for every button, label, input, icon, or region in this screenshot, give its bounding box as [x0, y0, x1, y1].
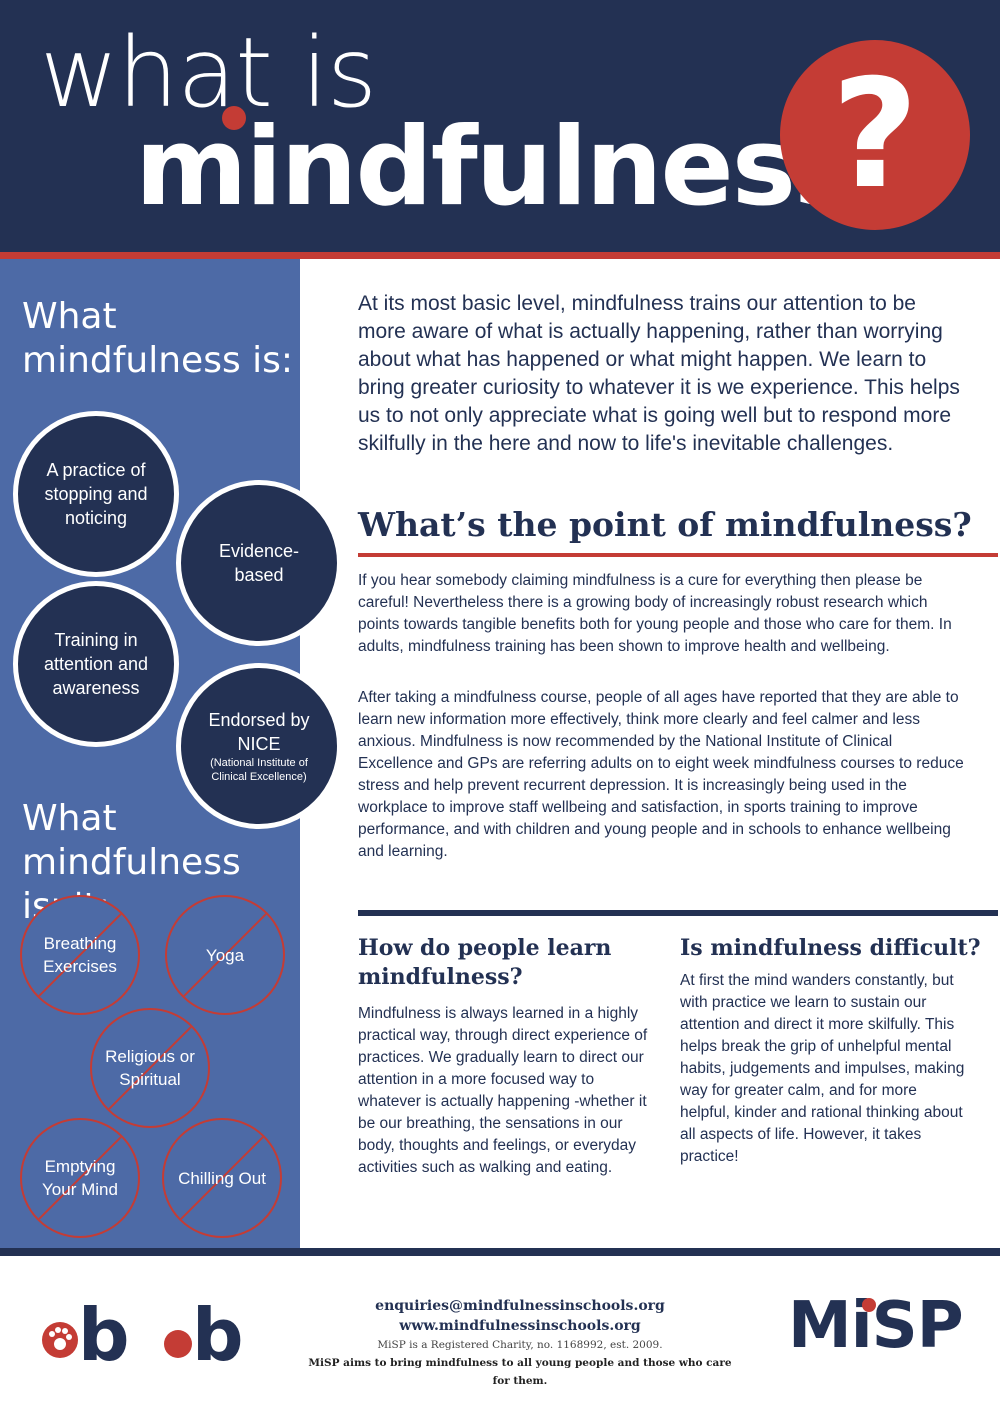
footer-tagline: MiSP aims to bring mindfulness to all yo… [308, 1357, 732, 1387]
section-divider [358, 910, 998, 916]
question-mark-badge: ? [780, 40, 970, 230]
header-divider [0, 252, 1000, 259]
title-line-1: what is [40, 17, 377, 129]
is-item-nice: Endorsed by NICE (National Institute of … [176, 663, 342, 829]
isnt-item-religious: Religious or Spiritual [90, 1008, 210, 1128]
is-item-label: Evidence-based [218, 541, 300, 585]
point-paragraph-2: After taking a mindfulness course, peopl… [358, 689, 964, 860]
is-item-practice: A practice of stopping and noticing [13, 411, 179, 577]
question-mark-icon: ? [831, 48, 919, 222]
difficult-text: At first the mind wanders constantly, bu… [680, 972, 965, 1165]
learn-text: Mindfulness is always learned in a highl… [358, 1005, 648, 1176]
header-banner: what is mindfulness ? [0, 0, 1000, 252]
cross-out-icon [32, 1130, 128, 1226]
footer-contact: enquiries@mindfulnessinschools.org www.m… [300, 1296, 740, 1390]
misp-logo: MiSP [788, 1289, 964, 1363]
is-item-label: Endorsed by NICE [208, 710, 310, 754]
is-item-evidence: Evidence-based [176, 480, 342, 646]
intro-text: At its most basic level, mindfulness tra… [358, 292, 960, 455]
misp-logo-dot [862, 1298, 876, 1312]
is-item-sublabel: (National Institute of Clinical Excellen… [210, 757, 308, 783]
point-heading: What’s the point of mindfulness? [358, 505, 972, 544]
is-heading-line-1: What [22, 296, 117, 337]
isnt-item-label: Yoga [205, 945, 245, 965]
is-item-training: Training in attention and awareness [13, 581, 179, 747]
isnt-item-label: Breathing Exercises [43, 934, 117, 976]
isnt-item-emptying: Emptying Your Mind [20, 1118, 140, 1238]
sidebar: What mindfulness is: A practice of stopp… [0, 259, 342, 1248]
footer-divider [0, 1248, 1000, 1256]
dot-b-logo: b b [42, 1293, 244, 1377]
isnt-item-label: Chilling Out [178, 1168, 266, 1188]
cross-out-icon [174, 1130, 270, 1226]
isnt-item-breathing: Breathing Exercises [20, 895, 140, 1015]
isnt-item-yoga: Yoga [165, 895, 285, 1015]
point-paragraph-1: If you hear somebody claiming mindfulnes… [358, 572, 952, 655]
is-heading: What mindfulness is: [22, 295, 293, 383]
point-divider [358, 553, 998, 557]
isnt-item-label: Emptying Your Mind [42, 1157, 118, 1199]
title-i-dot [222, 106, 246, 130]
is-item-label: A practice of stopping and noticing [44, 460, 148, 528]
cross-out-icon [32, 907, 128, 1003]
title-line-2: mindfulness [135, 105, 858, 230]
learn-heading: How do people learn mindfulness? [358, 935, 612, 990]
is-heading-line-2: mindfulness is: [22, 340, 294, 381]
email-link[interactable]: enquiries@mindfulnessinschools.org [375, 1298, 665, 1314]
isnt-heading-line-1: What [22, 798, 117, 839]
difficult-heading: Is mindfulness difficult? [680, 935, 981, 961]
cross-out-icon [177, 907, 273, 1003]
charity-note: MiSP is a Registered Charity, no. 116899… [377, 1339, 663, 1351]
website-link[interactable]: www.mindfulnessinschools.org [399, 1318, 641, 1334]
isnt-item-label: Religious or Spiritual [105, 1047, 195, 1089]
cross-out-icon [102, 1020, 198, 1116]
is-item-label: Training in attention and awareness [43, 630, 149, 698]
svg-text:b: b [78, 1293, 130, 1377]
svg-text:b: b [192, 1293, 244, 1377]
isnt-item-chilling: Chilling Out [162, 1118, 282, 1238]
